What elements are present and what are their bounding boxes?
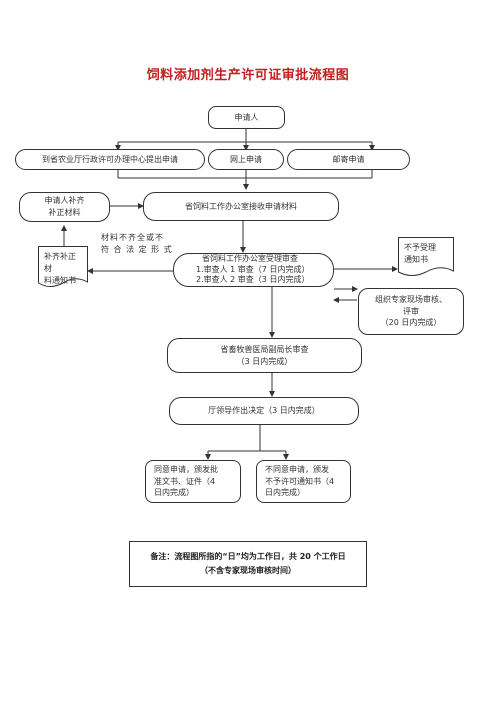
receive-materials-node: 省饲料工作办公室接收申请材料 [143, 192, 339, 221]
accept-review-title: 省饲料工作办公室受理审查 [202, 254, 298, 264]
remark-line-2: （不含专家现场审核时间） [200, 566, 296, 575]
remark-box: 备注：流程图所指的“日”均为工作日，共 20 个工作日 （不含专家现场审核时间） [129, 541, 367, 587]
approve-line-3: 日内完成） [154, 488, 194, 498]
approve-node: 同意申请，颁发批 准文书、证件（4 日内完成） [145, 460, 241, 503]
approve-line-2: 准文书、证件（4 [154, 476, 216, 486]
page-title: 饲料添加剂生产许可证审批流程图 [146, 68, 350, 83]
supplement-line-1: 申请人补齐 [44, 196, 85, 206]
supplement-notice-line-2: 料通知书 [44, 276, 76, 285]
disapprove-line-3: 日内完成） [265, 488, 305, 498]
incomplete-note-line-1: 材料不齐全或不 [101, 233, 164, 242]
disapprove-line-2: 不予许可通知书（4 [265, 476, 335, 486]
disapprove-node: 不同意申请，颁发 不予许可通知书（4 日内完成） [256, 460, 351, 503]
accept-review-step-2: 2.审查人 2 审查（3 日内完成） [196, 275, 310, 285]
deputy-review-line-2: （3 日内完成） [236, 356, 293, 366]
accept-review-step-1: 1.审查人 1 审查（7 日内完成） [196, 264, 310, 274]
remark-line-1: 备注：流程图所指的“日”均为工作日，共 20 个工作日 [150, 552, 346, 562]
online-application-node: 网上申请 [208, 149, 284, 170]
deputy-director-review-node: 省畜牧兽医局副局长审查 （3 日内完成） [167, 338, 362, 373]
expert-review-node: 组织专家现场审核、 评审 （20 日内完成） [358, 288, 464, 335]
incomplete-note-line-2: 符 合 法 定 形 式 [101, 245, 173, 255]
expert-review-line-1: 组织专家现场审核、 [375, 295, 447, 305]
expert-review-line-3: （20 日内完成） [380, 318, 442, 328]
reject-notice-line-1: 不予受理 [404, 243, 436, 252]
accept-review-node: 省饲料工作办公室受理审查 1.审查人 1 审查（7 日内完成） 2.审查人 2 … [173, 253, 334, 287]
submit-center-node: 到省农业厅行政许可办理中心提出申请 [15, 149, 205, 170]
approve-line-1: 同意申请，颁发批 [154, 465, 218, 475]
supplement-notice-line-1: 补齐补正材 [44, 252, 76, 273]
supplement-notice-doc: 补齐补正材 料通知书 [38, 246, 88, 290]
incomplete-materials-note: 材料不齐全或不 符 合 法 定 形 式 [101, 232, 175, 257]
applicant-node: 申请人 [208, 106, 285, 129]
reject-notice-line-2: 通知书 [404, 255, 428, 264]
document-shape-icon [398, 237, 454, 276]
supplement-node: 申请人补齐 补正材料 [19, 192, 110, 222]
disapprove-line-1: 不同意申请，颁发 [265, 465, 329, 475]
mail-application-node: 邮寄申请 [287, 149, 410, 170]
expert-review-line-2: 评审 [403, 306, 419, 316]
leader-decision-node: 厅领导作出决定（3 日内完成） [169, 397, 359, 425]
deputy-review-line-1: 省畜牧兽医局副局长审查 [220, 344, 309, 354]
reject-notice-doc: 不予受理 通知书 [398, 237, 454, 279]
supplement-line-2: 补正材料 [48, 208, 81, 217]
document-shape-icon [38, 246, 88, 287]
